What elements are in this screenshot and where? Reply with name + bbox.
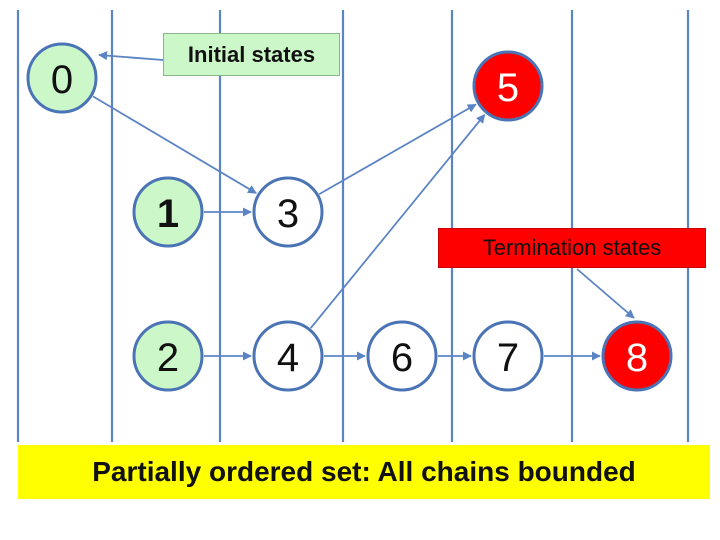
node-6-label: 6 [391,336,413,380]
edge-0-to-3 [92,95,257,194]
node-7-circle [472,320,544,392]
node-7-label: 7 [497,336,519,380]
termination-states-label: Termination states [438,228,706,268]
node-3-label: 3 [277,192,299,236]
node-5: 5 [472,50,544,122]
node-6: 6 [366,320,438,392]
node-8: 8 [601,320,673,392]
node-0: 0 [26,42,98,114]
node-2: 2 [132,320,204,392]
callout-arrow-initial-states [98,51,164,61]
node-1-circle [132,176,204,248]
node-5-circle [472,50,544,122]
initial-states-label: Initial states [163,33,340,76]
node-5-label: 5 [497,66,519,110]
node-1-label: 1 [157,192,179,236]
caption-banner: Partially ordered set: All chains bounde… [18,445,710,499]
node-4-circle [252,320,324,392]
node-3-circle [252,176,324,248]
node-7: 7 [472,320,544,392]
edge-3-to-5 [318,103,477,195]
node-0-label: 0 [51,58,73,102]
node-layer: 0 1 2 3 4 5 6 7 8 [26,42,673,392]
node-0-circle [26,42,98,114]
node-8-circle [601,320,673,392]
node-6-circle [366,320,438,392]
node-3: 3 [252,176,324,248]
node-2-circle [132,320,204,392]
column-divider-lines [16,10,690,442]
node-4-label: 4 [277,336,299,380]
edge-layer [92,51,635,361]
node-4: 4 [252,320,324,392]
callout-arrow-termination-states [576,268,635,319]
node-8-label: 8 [626,336,648,380]
edge-4-to-5 [310,113,486,329]
node-1: 1 [132,176,204,248]
node-2-label: 2 [157,336,179,380]
